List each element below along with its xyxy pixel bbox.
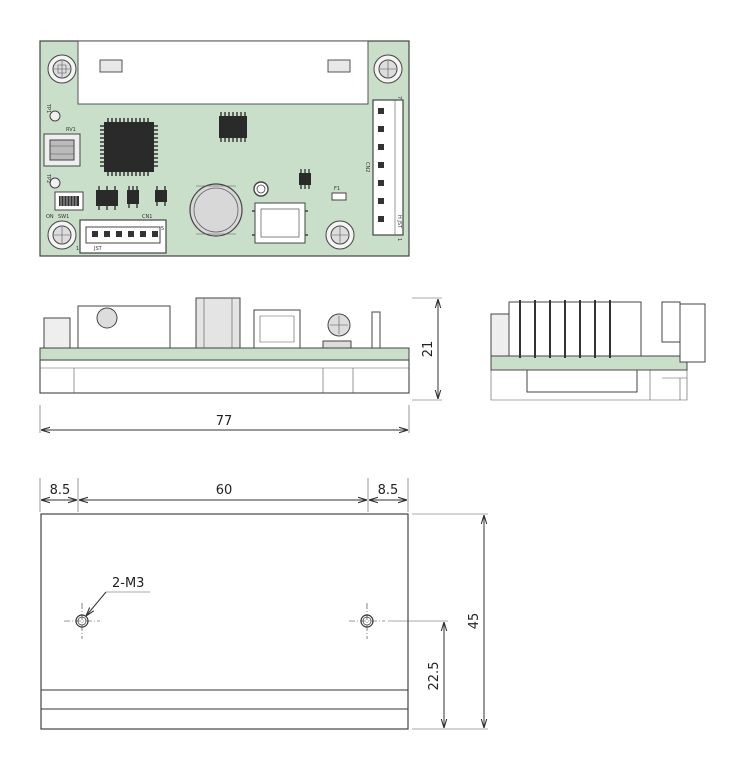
end-pcb xyxy=(490,355,688,371)
tp1-label: TP1 xyxy=(45,103,51,113)
rv1-label: RV1 xyxy=(66,127,76,133)
battery-holder xyxy=(77,40,369,105)
side-case xyxy=(39,359,410,394)
cn2-pin1: 1 xyxy=(396,238,402,241)
cn1-label: CN1 xyxy=(142,214,152,220)
side-connector-pin xyxy=(371,311,381,349)
sot-chip-3 xyxy=(155,186,167,206)
trimmer-rv1 xyxy=(43,133,81,167)
cn1-jst: JST xyxy=(93,246,103,252)
side-inductor xyxy=(253,309,301,349)
side-pcb xyxy=(39,347,410,361)
fuse-f1 xyxy=(331,192,347,201)
dim-overall-width xyxy=(412,513,488,730)
on-label: ON xyxy=(46,214,54,220)
sw1-label: SW1 xyxy=(58,214,69,220)
dim-hole-offset-label: 22.5 xyxy=(427,662,442,691)
end-case xyxy=(526,369,638,393)
switch-sw1 xyxy=(54,191,84,211)
dim-right-margin-label: 8.5 xyxy=(378,483,399,498)
dim-height xyxy=(412,297,442,401)
pcb-top-view: TP1 TP2 RV1 ON SW1 xyxy=(39,40,410,257)
dim-overall-width-label: 45 xyxy=(467,613,482,630)
cn2-pin7: 7 xyxy=(396,96,402,99)
connector-cn1 xyxy=(79,219,167,254)
dim-hole-chain xyxy=(39,478,409,512)
sot-chip-1 xyxy=(96,186,118,210)
mounting-hole-right xyxy=(349,603,385,639)
test-point-1 xyxy=(49,110,61,122)
cn2-jst: H JST xyxy=(396,215,402,229)
cn2-label: CN2 xyxy=(364,162,370,172)
bottom-case xyxy=(40,513,409,730)
holder-clip-left xyxy=(99,59,123,73)
sop-chip xyxy=(219,112,247,142)
screw-bottom-left xyxy=(47,220,77,250)
hole-callout-leader xyxy=(86,591,150,616)
hole-callout-label: 2-M3 xyxy=(112,576,144,591)
electrolytic-capacitor xyxy=(189,183,243,237)
side-capacitor xyxy=(195,297,241,349)
dim-hole-spacing-label: 60 xyxy=(216,483,233,498)
holder-clip-right xyxy=(327,59,351,73)
side-switch xyxy=(43,317,71,349)
side-screw-left xyxy=(96,307,118,329)
sot-chip-2 xyxy=(127,186,139,208)
screw-top-right xyxy=(373,54,403,84)
mounting-hole-left xyxy=(64,603,100,639)
side-battery-holder xyxy=(77,305,171,349)
microcontroller-chip xyxy=(100,118,158,176)
test-point-2 xyxy=(49,177,61,189)
end-connector xyxy=(508,301,642,357)
tp2-label: TP2 xyxy=(45,173,51,183)
screw-top-left xyxy=(47,54,77,84)
f1-label: F1 xyxy=(334,186,340,192)
dim-overall-length xyxy=(39,405,410,433)
end-view xyxy=(490,300,706,401)
dim-left-margin-label: 8.5 xyxy=(50,483,71,498)
power-inductor xyxy=(252,202,308,244)
screw-bottom-right xyxy=(325,220,355,250)
dim-overall-length-label: 77 xyxy=(216,414,233,429)
small-inductor xyxy=(253,181,269,197)
sot-chip-4 xyxy=(299,169,311,189)
dim-hole-offset xyxy=(388,620,448,728)
cn1-pin1: 1 xyxy=(76,246,79,252)
side-view xyxy=(39,297,410,394)
bottom-view xyxy=(40,513,409,730)
cn1-pin5: 5 xyxy=(161,226,164,232)
dim-height-label: 21 xyxy=(421,341,436,358)
connector-cn2 xyxy=(372,99,404,236)
